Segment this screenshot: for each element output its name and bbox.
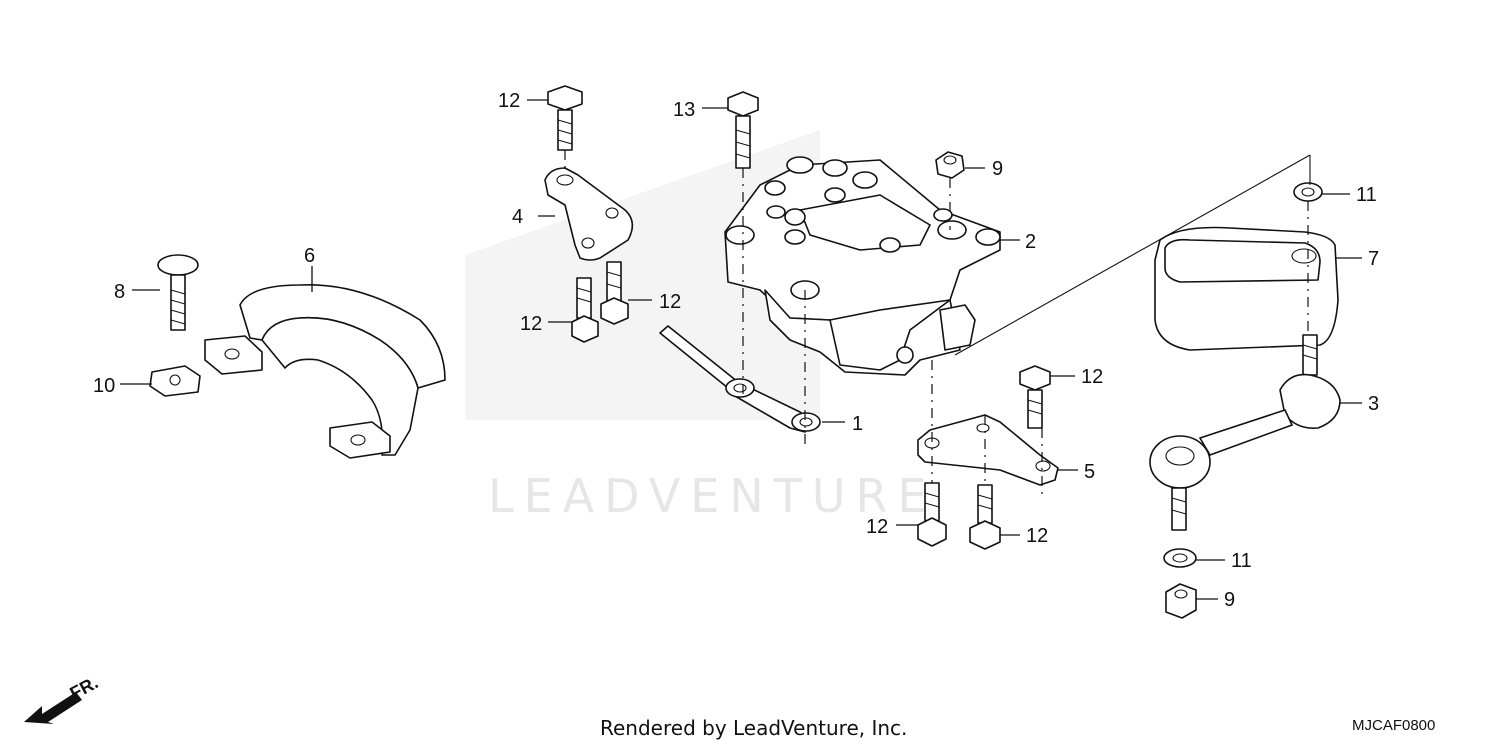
callout-10: 10 [93, 375, 115, 397]
callout-12: 12 [1026, 525, 1048, 547]
part-1-strap [659, 325, 821, 433]
part-11-washer-top [1293, 182, 1323, 202]
callout-7: 7 [1368, 248, 1379, 270]
bolt-12-mid-right [1019, 365, 1051, 429]
callout-9: 9 [992, 158, 1003, 180]
callout-labels: 12 13 4 6 8 10 12 12 9 2 1 12 5 12 12 11… [93, 90, 1379, 611]
callout-8: 8 [114, 281, 125, 303]
callout-12: 12 [498, 90, 520, 112]
part-4-bracket [544, 167, 634, 261]
leader-lines [120, 99, 1362, 600]
bolt-12-bottom-right [969, 484, 1001, 550]
part-7-rubber-cover [1154, 226, 1339, 351]
part-11-washer-bottom [1163, 548, 1197, 568]
part-10-clip-nut [149, 365, 201, 397]
part-9-nut-top [935, 151, 965, 179]
callout-9: 9 [1224, 589, 1235, 611]
callout-12: 12 [520, 313, 542, 335]
callout-4: 4 [512, 206, 523, 228]
bolt-12-right-lower [600, 261, 629, 325]
bolt-12-bottom-left [917, 482, 947, 547]
part-6-cover [204, 283, 446, 459]
callout-11: 11 [1231, 550, 1252, 572]
part-9-nut-bottom [1165, 583, 1197, 619]
bolt-13 [727, 91, 759, 169]
watermark-text: LEADVENTURE [488, 469, 937, 523]
part-5-bracket [917, 414, 1059, 486]
part-8-bolt [157, 254, 199, 331]
callout-3: 3 [1368, 393, 1379, 415]
part-3-tie-rod [1149, 334, 1341, 531]
watermark: LEADVENTURE [465, 130, 937, 523]
callout-2: 2 [1025, 231, 1036, 253]
part-2-steering-damper [724, 156, 1001, 376]
callout-12: 12 [659, 291, 681, 313]
bolt-12-top [547, 85, 583, 151]
callout-12: 12 [866, 516, 888, 538]
callout-1: 1 [852, 413, 863, 435]
callout-11: 11 [1356, 184, 1377, 206]
diagram-code: MJCAF0800 [1352, 717, 1436, 734]
callout-12: 12 [1081, 366, 1103, 388]
callout-6: 6 [304, 245, 315, 267]
footer-credit: Rendered by LeadVenture, Inc. [600, 716, 908, 740]
alignment-lines [564, 150, 1311, 500]
bolt-12-left-lower [571, 277, 599, 343]
callout-5: 5 [1084, 461, 1095, 483]
callout-13: 13 [673, 99, 695, 121]
front-direction-arrow-icon: FR. [24, 672, 101, 724]
